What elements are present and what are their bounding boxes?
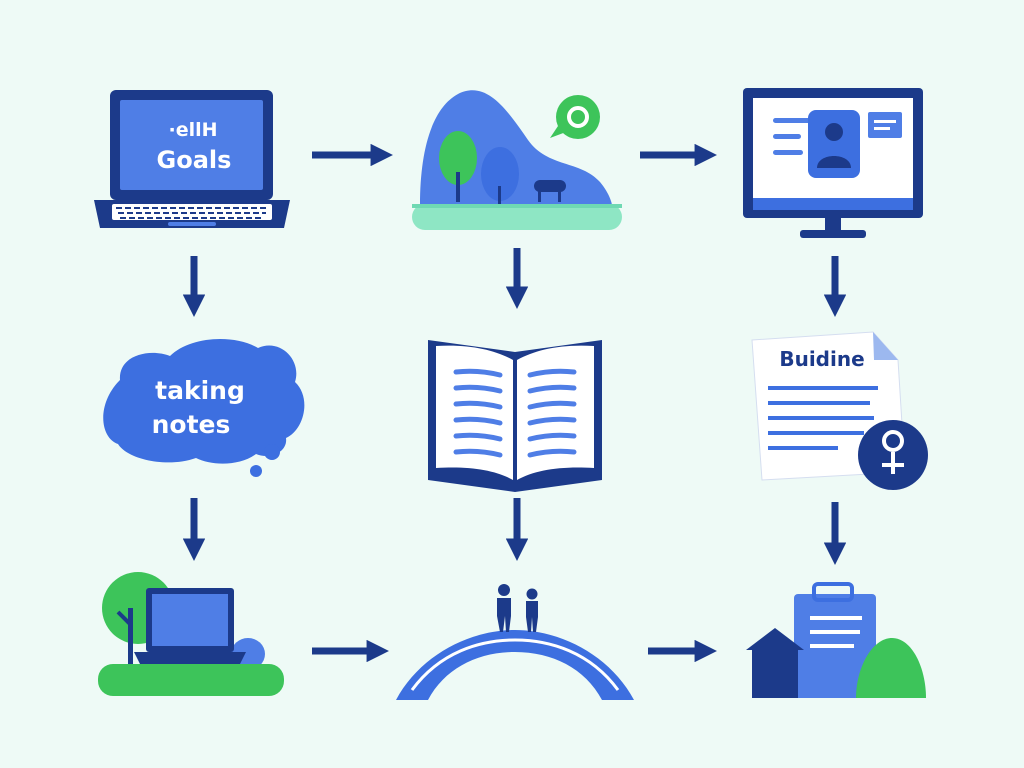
chat-bubble-icon xyxy=(550,95,600,139)
cloud-label-line1: taking xyxy=(155,376,245,405)
document-title: Buidine xyxy=(779,347,864,371)
arrow-icon xyxy=(182,143,847,663)
landscape-icon xyxy=(412,90,622,230)
laptop-outdoor-icon xyxy=(98,572,284,696)
monitor-profile-icon xyxy=(743,88,923,238)
laptop-screen-goals-label: Goals xyxy=(157,146,232,174)
cloud-label-line2: notes xyxy=(152,410,231,439)
bridge-people-icon xyxy=(396,584,634,700)
laptop-screen-line1: ·ellH xyxy=(168,119,217,141)
user-plus-icon xyxy=(858,420,928,490)
cloud-icon: taking notes xyxy=(103,338,305,477)
open-book-icon xyxy=(428,340,602,492)
laptop-icon: ·ellH Goals xyxy=(94,90,290,228)
clipboard-buildings-icon xyxy=(746,582,926,698)
